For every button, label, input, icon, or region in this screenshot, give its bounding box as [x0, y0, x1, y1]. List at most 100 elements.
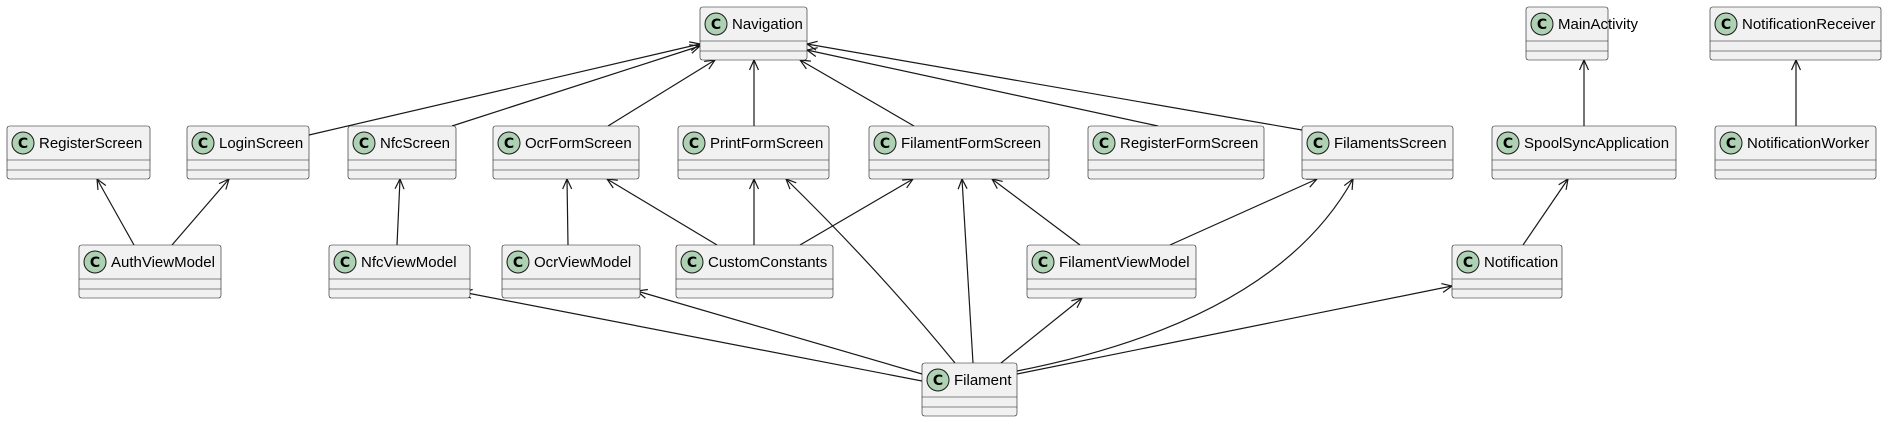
class-stereotype-letter: C: [1463, 255, 1473, 271]
class-name: LoginScreen: [219, 135, 303, 152]
relation-ocr-view-model-to-ocr-form-screen: [562, 177, 573, 246]
class-name: RegisterFormScreen: [1120, 135, 1258, 152]
class-box: [1714, 125, 1877, 180]
relation-line: [1522, 178, 1569, 246]
relation-filament-to-nfc-view-model: [460, 288, 923, 382]
class-stereotype-icon: [1714, 12, 1738, 36]
relation-register-form-screen-to-navigation: [805, 47, 1159, 127]
class-nfc-screen: C NfcScreen: [347, 125, 457, 180]
relation-line: [961, 178, 974, 364]
class-stereotype-icon: [704, 12, 728, 36]
class-stereotype-icon: [506, 250, 530, 274]
class-stereotype-icon: [497, 131, 521, 155]
class-name: OcrFormScreen: [525, 135, 632, 152]
class-box: [675, 244, 834, 299]
relation-line: [451, 45, 701, 127]
class-stereotype-letter: C: [90, 255, 100, 271]
class-stereotype-letter: C: [1721, 17, 1731, 33]
relation-line: [1016, 285, 1453, 375]
relation-line: [785, 178, 956, 364]
class-name: NfcViewModel: [361, 254, 457, 271]
class-stereotype-letter: C: [1503, 136, 1513, 152]
relation-custom-constants-to-ocr-form-screen: [605, 178, 718, 246]
class-name: NfcScreen: [380, 135, 450, 152]
class-filament-form-screen: C FilamentFormScreen: [868, 125, 1050, 180]
relation-auth-view-model-to-register-screen: [96, 177, 135, 246]
class-stereotype-letter: C: [687, 255, 697, 271]
class-name: PrintFormScreen: [710, 135, 823, 152]
class-stereotype-letter: C: [1099, 136, 1109, 152]
class-stereotype-icon: [352, 131, 376, 155]
relation-line: [1000, 297, 1083, 364]
class-box: [1709, 6, 1882, 61]
relation-filament-view-model-to-filaments-screen: [1169, 178, 1319, 246]
class-box: [677, 125, 830, 180]
relation-custom-constants-to-print-form-screen: [748, 177, 760, 245]
class-stereotype-icon: [1306, 131, 1330, 155]
arrowhead-icon: [1343, 177, 1354, 190]
class-stereotype-icon: [1031, 250, 1055, 274]
class-stereotype-letter: C: [513, 255, 523, 271]
class-name: FilamentViewModel: [1059, 254, 1190, 271]
relation-line: [308, 43, 701, 136]
relation-line: [636, 290, 923, 375]
class-stereotype-icon: [191, 131, 215, 155]
class-notification: C Notification: [1451, 244, 1563, 299]
class-box: [1026, 244, 1197, 299]
class-stereotype-letter: C: [1726, 136, 1736, 152]
relation-login-screen-to-navigation: [308, 41, 702, 136]
class-stereotype-letter: C: [1537, 17, 1547, 33]
class-box: [347, 125, 457, 180]
class-box: [492, 125, 640, 180]
relation-custom-constants-to-filament-form-screen: [799, 178, 915, 246]
class-name: OcrViewModel: [534, 254, 631, 271]
class-stereotype-icon: [1719, 131, 1743, 155]
class-name: Navigation: [732, 16, 803, 33]
relation-line: [991, 178, 1081, 246]
arrowhead-icon: [798, 59, 811, 70]
relation-line: [806, 49, 1159, 127]
class-box: [1301, 125, 1454, 180]
class-box: [868, 125, 1050, 180]
class-stereotype-letter: C: [1313, 136, 1323, 152]
relation-line: [799, 178, 914, 246]
relation-line: [396, 178, 401, 246]
relation-notification-to-spool-sync-application: [1522, 177, 1569, 246]
relation-line: [566, 178, 569, 246]
class-stereotype-letter: C: [359, 136, 369, 152]
class-name: SpoolSyncApplication: [1524, 135, 1669, 152]
class-stereotype-icon: [11, 131, 35, 155]
relation-notification-worker-to-notification-receiver: [1790, 58, 1802, 126]
class-stereotype-icon: [333, 250, 357, 274]
class-stereotype-letter: C: [880, 136, 890, 152]
relation-line: [96, 178, 135, 246]
relation-line: [607, 59, 716, 127]
class-stereotype-icon: [1530, 12, 1554, 36]
relation-filament-to-ocr-view-model: [635, 288, 923, 375]
class-box: [6, 125, 151, 180]
class-stereotype-letter: C: [1038, 255, 1048, 271]
relations-layer: [96, 40, 1802, 382]
relation-filament-to-filament-view-model: [1000, 297, 1084, 364]
class-name: FilamentFormScreen: [901, 135, 1041, 152]
class-stereotype-letter: C: [711, 17, 721, 33]
relation-filament-to-filament-form-screen: [957, 177, 974, 364]
class-filament-view-model: C FilamentViewModel: [1026, 244, 1197, 299]
class-navigation: C Navigation: [699, 6, 808, 61]
relation-filaments-screen-to-navigation: [805, 40, 1303, 131]
class-stereotype-letter: C: [198, 136, 208, 152]
class-name: Notification: [1484, 254, 1558, 271]
class-name: MainActivity: [1558, 16, 1639, 33]
class-spool-sync-application: C SpoolSyncApplication: [1491, 125, 1677, 180]
relation-line: [461, 291, 923, 382]
class-stereotype-letter: C: [18, 136, 28, 152]
class-box: [1491, 125, 1677, 180]
relation-auth-view-model-to-login-screen: [171, 177, 230, 246]
class-box: [328, 244, 471, 299]
relation-filament-view-model-to-filament-form-screen: [990, 178, 1081, 246]
